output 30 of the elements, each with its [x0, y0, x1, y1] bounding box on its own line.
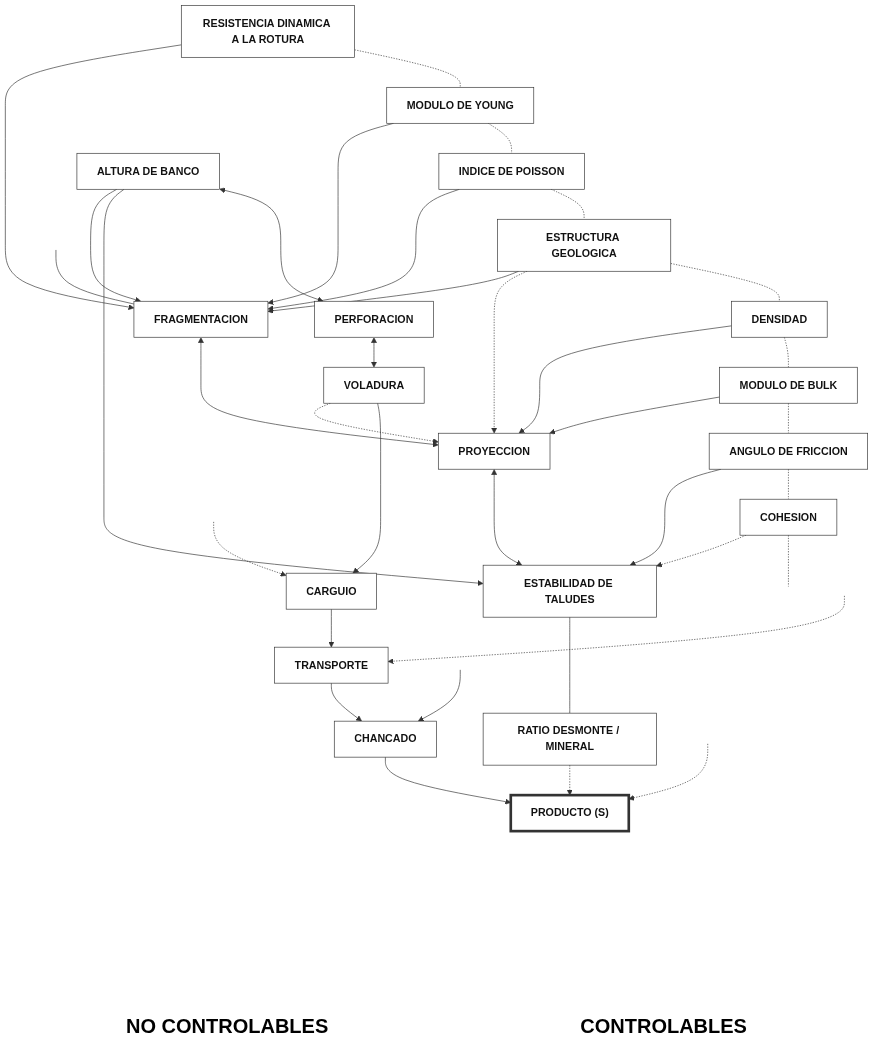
node-box: DENSIDAD — [731, 300, 828, 338]
node-box: ALTURA DE BANCO — [76, 152, 220, 190]
connector — [788, 468, 789, 500]
node-box: CARGUIO — [285, 572, 377, 610]
node-box: TRANSPORTE — [274, 646, 389, 684]
node-box: CHANCADO — [333, 720, 437, 758]
category-label: NO CONTROLABLES — [126, 1015, 329, 1038]
node-box: VOLADURA — [323, 366, 425, 404]
node-box: RATIO DESMONTE / MINERAL — [482, 712, 657, 766]
node-box: ANGULO DE FRICCION — [708, 432, 868, 470]
node-box: PROYECCION — [438, 432, 551, 470]
node-box: MODULO DE BULK — [719, 366, 858, 404]
node-box: FRAGMENTACION — [133, 300, 269, 338]
node-box: PERFORACION — [314, 300, 434, 338]
connector — [354, 49, 461, 88]
connector — [569, 616, 571, 714]
connector — [487, 122, 512, 154]
node-box: PRODUCTO (S) — [509, 793, 631, 833]
connector — [670, 263, 780, 302]
connector — [783, 336, 789, 368]
node-box: INDICE DE POISSON — [438, 152, 585, 190]
category-label: CONTROLABLES — [580, 1015, 747, 1038]
node-box: ESTABILIDAD DE TALUDES — [482, 564, 657, 618]
node-box: ESTRUCTURA GEOLOGICA — [497, 218, 672, 272]
connector — [55, 249, 135, 305]
connector — [788, 534, 789, 587]
node-box: MODULO DE YOUNG — [386, 86, 535, 124]
node-box: RESISTENCIA DINAMICA A LA ROTURA — [180, 5, 355, 58]
node-box: COHESION — [739, 498, 838, 536]
connector — [788, 402, 789, 434]
